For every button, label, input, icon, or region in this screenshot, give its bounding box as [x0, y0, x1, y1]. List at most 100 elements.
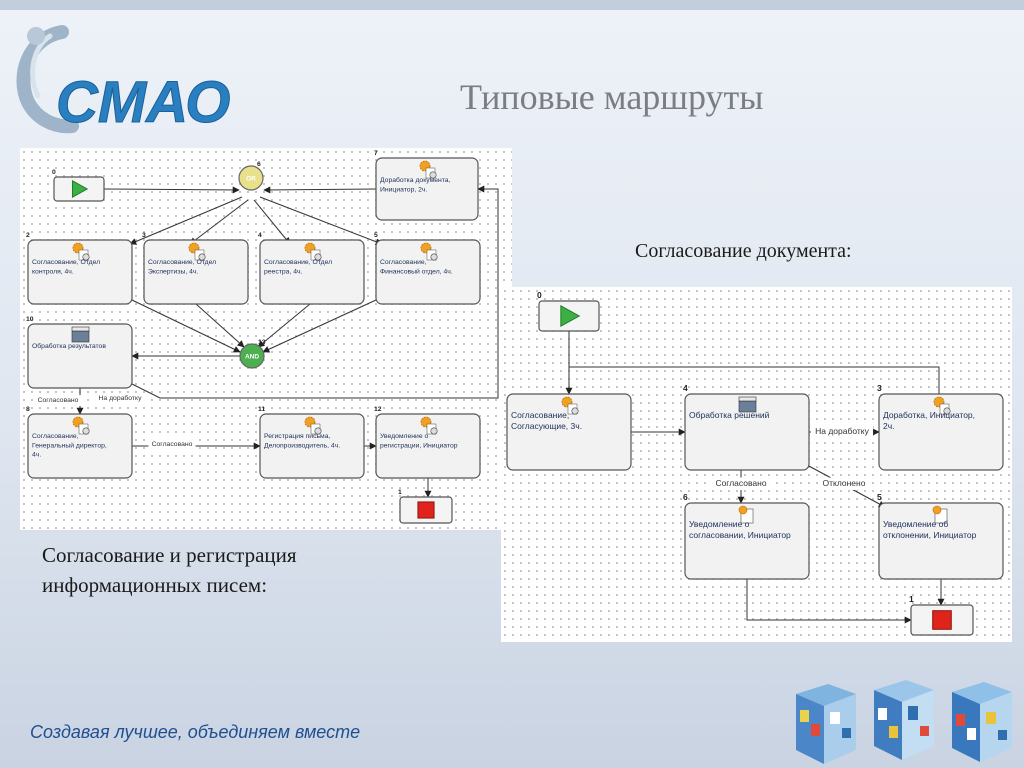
right-node-0[interactable]: 0 [537, 290, 600, 332]
right-task-label: Уведомление об [883, 519, 948, 529]
left-node-6[interactable]: 6OR [238, 161, 264, 191]
left-edge-4-13 [257, 303, 311, 348]
left-gear-doc-icon [304, 416, 322, 435]
left-task-label: Экспертизы, 4ч. [148, 268, 198, 275]
left-clapper-icon [71, 326, 90, 343]
left-task-label: регистрации, Инициатор [380, 442, 458, 449]
left-task-label: Согласование, Отдел [148, 259, 216, 266]
cubes-decoration-icon [796, 680, 1012, 764]
left-edge-6-2 [129, 196, 243, 245]
smao-logo: СМАО [16, 25, 230, 136]
left-task-label: Делопроизводитель, 4ч. [264, 442, 340, 449]
left-edge-0-6 [103, 186, 240, 194]
left-gate-label: OR [246, 176, 256, 183]
right-node-number: 0 [537, 290, 542, 300]
right-task-box [506, 393, 632, 471]
left-node-number: 4 [258, 232, 262, 239]
right-edge-label: На доработку [815, 426, 869, 436]
left-node-number: 13 [258, 339, 266, 346]
left-task-box [27, 413, 133, 479]
left-edge-label-bg [34, 395, 82, 406]
left-gate-label: AND [245, 354, 259, 361]
right-node-2[interactable]: Согласование,Согласующие, 3ч. [506, 393, 632, 471]
left-play-icon [71, 179, 89, 199]
left-gear-doc-icon [72, 242, 90, 261]
left-edge-label: Согласовано [38, 397, 79, 404]
left-stop-icon [417, 501, 435, 519]
right-doc-icon [738, 505, 754, 524]
left-task-label: Уведомление о [380, 433, 428, 440]
left-task-box [27, 323, 133, 389]
left-node-number: 10 [26, 316, 34, 323]
left-node-number: 7 [374, 150, 378, 157]
right-task-label: Уведомление о [689, 519, 750, 529]
left-edge-label-bg [148, 439, 196, 450]
right-task-box [684, 393, 810, 471]
left-node-1[interactable]: 1 [398, 489, 453, 524]
left-edge-6-4 [253, 199, 291, 245]
left-node-number: 3 [142, 232, 146, 239]
page-title: Типовые маршруты [460, 77, 764, 117]
left-task-box [27, 239, 133, 305]
left-gear-doc-icon [420, 416, 438, 435]
right-task-label: Согласующие, 3ч. [511, 421, 582, 431]
right-edge-6-1 [746, 579, 912, 624]
left-task-box [259, 239, 365, 305]
right-edge-label: Согласовано [715, 478, 766, 488]
left-task-label: 4ч. [32, 452, 41, 459]
left-task-box [375, 413, 481, 479]
right-edge-label-bg [810, 425, 874, 438]
right-clapper-icon [738, 396, 757, 413]
left-task-label: Согласование, [32, 433, 79, 440]
left-task-label: Доработка документа, [380, 176, 451, 184]
left-task-box [143, 239, 249, 305]
left-and-gate-icon [239, 343, 265, 369]
right-edge-label: Отклонено [823, 478, 866, 488]
caption-left-line-2: информационных писем: [42, 573, 268, 597]
left-gear-doc-icon [304, 242, 322, 261]
right-gear-doc-icon [933, 396, 951, 415]
left-task-label: Согласование, [380, 259, 427, 266]
left-gear-doc-icon [420, 242, 438, 261]
left-node-0[interactable]: 0 [52, 169, 105, 202]
left-edge-10-7 [131, 185, 499, 399]
right-node-number: 1 [909, 594, 914, 604]
left-edge-7-6 [263, 186, 377, 194]
left-node-number: 6 [257, 161, 261, 168]
left-node-number: 11 [258, 406, 265, 413]
right-node-1[interactable]: 1 [909, 594, 974, 636]
left-task-label: Финансовый отдел, 4ч. [380, 267, 453, 275]
right-edge-label-bg [819, 477, 869, 490]
right-play-icon [560, 304, 581, 328]
left-edge-2-13 [131, 299, 241, 353]
left-task-box [259, 413, 365, 479]
left-task-label: Согласование, Отдел [264, 259, 332, 266]
left-node-number: 1 [398, 489, 402, 496]
left-task-box [375, 157, 479, 221]
left-node-number: 12 [374, 406, 382, 413]
left-edge-5-13 [262, 299, 377, 353]
logo-swoosh-icon [16, 25, 79, 134]
left-node-number: 0 [52, 169, 56, 176]
logo-text: СМАО [56, 70, 230, 135]
right-doc-icon [932, 505, 948, 524]
